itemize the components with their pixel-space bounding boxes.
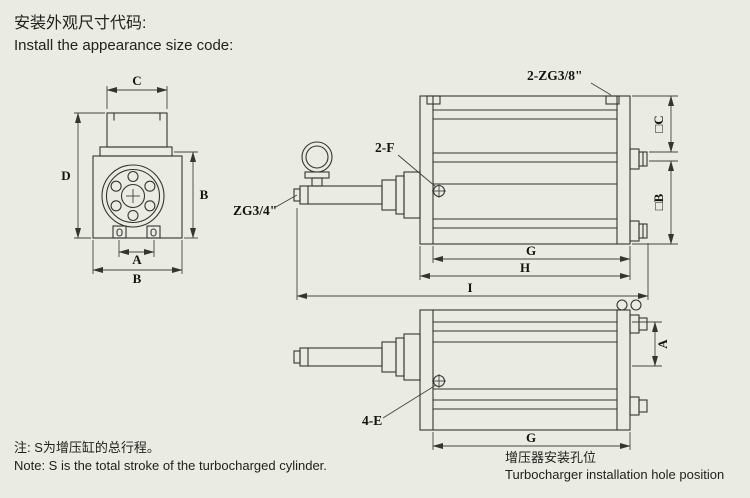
dim-label-i: I bbox=[467, 280, 472, 295]
dim-label-h: H bbox=[520, 260, 530, 275]
dim-label-a: A bbox=[132, 252, 142, 267]
note-zh: 注: S为增压缸的总行程。 bbox=[14, 440, 160, 455]
side-view-main-dimensions: G H I □C □B bbox=[296, 95, 678, 300]
caption-en: Turbocharger installation hole position bbox=[505, 467, 724, 482]
callout-front-hole: 2-F bbox=[375, 140, 395, 155]
side-view-main bbox=[293, 95, 648, 245]
callout-top-ports: 2-ZG3/8" bbox=[527, 68, 583, 83]
callout-bottom-hole: 4-E bbox=[362, 413, 382, 428]
dim-label-c: C bbox=[132, 73, 141, 88]
callout-rod-port: ZG3/4" bbox=[233, 203, 277, 218]
side-view-holes-dimensions: A G 4-E bbox=[362, 321, 670, 450]
page-title-zh: 安装外观尺寸代码: bbox=[14, 14, 146, 32]
dim-label-b-side: B bbox=[200, 187, 209, 202]
dim-label-b-bottom: B bbox=[133, 271, 142, 286]
dim-label-a-holes: A bbox=[655, 339, 670, 349]
dim-label-g-holes: G bbox=[526, 430, 536, 445]
dim-label-square-c: □C bbox=[651, 115, 666, 132]
caption-zh: 增压器安装孔位 bbox=[505, 450, 596, 465]
note-en: Note: S is the total stroke of the turbo… bbox=[14, 458, 327, 473]
dim-label-square-b: □B bbox=[651, 193, 666, 210]
side-view-callouts: 2-ZG3/8" 2-F ZG3/4" bbox=[233, 68, 612, 218]
side-view-holes bbox=[293, 299, 648, 431]
pressure-gauge bbox=[301, 141, 333, 187]
front-view bbox=[92, 112, 183, 239]
dim-label-g-main: G bbox=[526, 243, 536, 258]
front-view-dimensions: C D B A B bbox=[61, 73, 208, 286]
page-title-en: Install the appearance size code: bbox=[14, 37, 233, 54]
dim-label-d: D bbox=[61, 168, 70, 183]
